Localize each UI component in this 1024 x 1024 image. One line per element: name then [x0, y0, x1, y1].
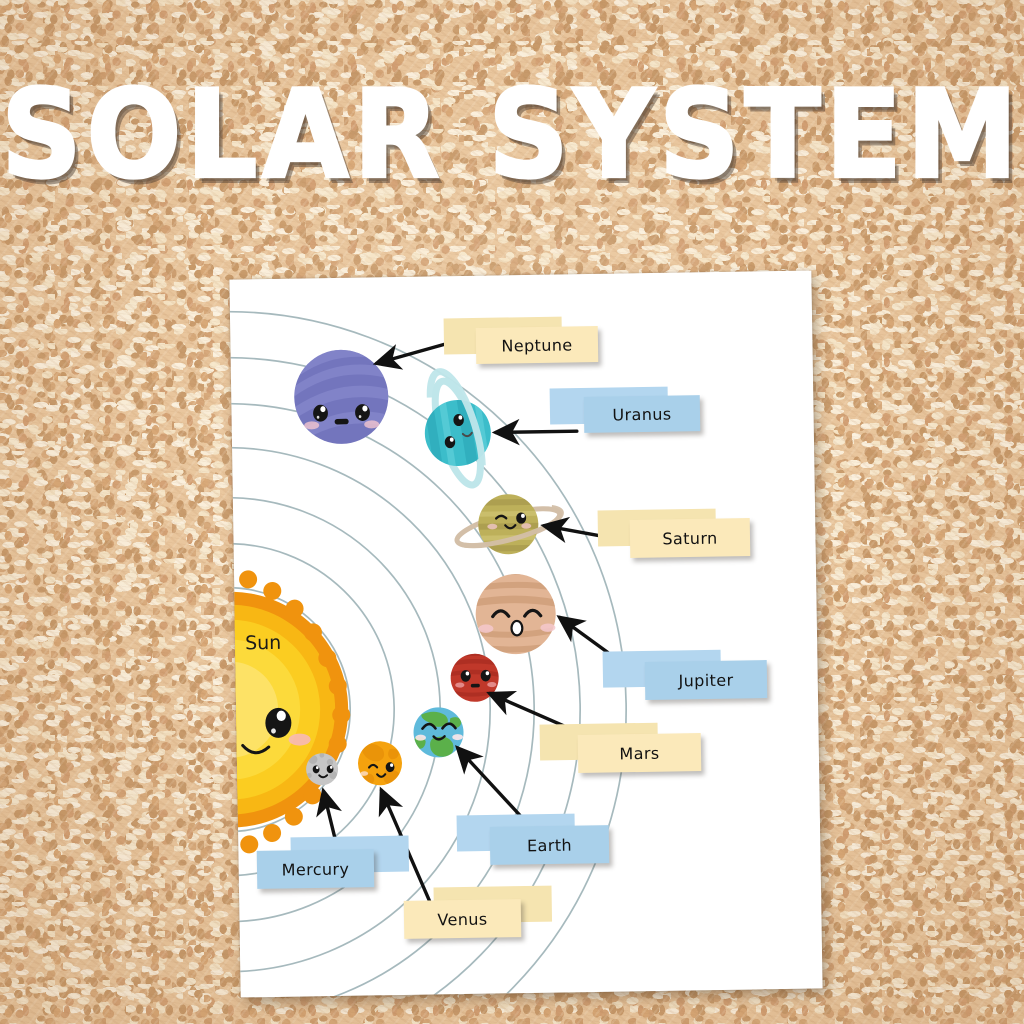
- label-text-card[interactable]: Mars: [577, 733, 702, 773]
- sun-body: [229, 570, 351, 854]
- label-text-card[interactable]: Earth: [489, 825, 610, 865]
- planet-earth: [413, 707, 464, 758]
- label-text-card[interactable]: Mercury: [256, 849, 375, 889]
- planet-uranus: [424, 368, 491, 489]
- label-text-card[interactable]: Jupiter: [644, 660, 768, 700]
- label-mercury[interactable]: Mercury: [256, 835, 410, 889]
- label-text-card[interactable]: Saturn: [629, 518, 751, 558]
- page-title: SOLAR SYSTEM: [0, 65, 1023, 206]
- label-uranus[interactable]: Uranus: [549, 386, 701, 433]
- label-text-card[interactable]: Venus: [403, 899, 522, 939]
- planet-venus: [358, 741, 403, 786]
- planet-saturn: [454, 494, 564, 555]
- label-mars[interactable]: Mars: [539, 722, 702, 773]
- label-neptune[interactable]: Neptune: [443, 316, 599, 364]
- planet-mars: [450, 653, 500, 702]
- label-venus[interactable]: Venus: [403, 885, 553, 939]
- planet-jupiter: [475, 573, 557, 655]
- planet-mercury: [306, 752, 339, 786]
- sun-label: Sun: [244, 631, 282, 655]
- arrow-uranus: [491, 418, 579, 446]
- label-saturn[interactable]: Saturn: [597, 508, 751, 558]
- label-jupiter[interactable]: Jupiter: [602, 649, 768, 700]
- label-earth[interactable]: Earth: [456, 813, 610, 865]
- label-text-card[interactable]: Neptune: [475, 326, 599, 364]
- label-text-card[interactable]: Uranus: [583, 395, 701, 433]
